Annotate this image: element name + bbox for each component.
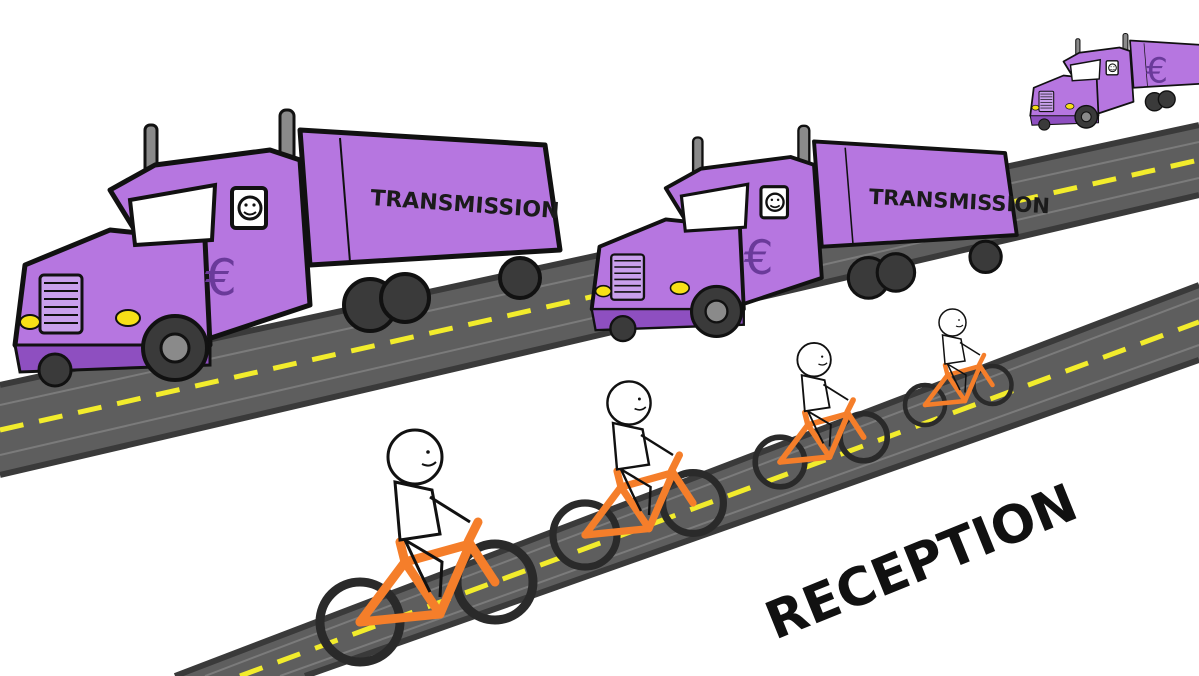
truck-3: €: [1030, 34, 1199, 131]
truck-2: TRANSMISSION €: [592, 126, 1051, 341]
truck-2-symbol: €: [744, 232, 774, 286]
truck-3-symbol: €: [1146, 52, 1168, 92]
truck-1-symbol: €: [205, 249, 237, 307]
